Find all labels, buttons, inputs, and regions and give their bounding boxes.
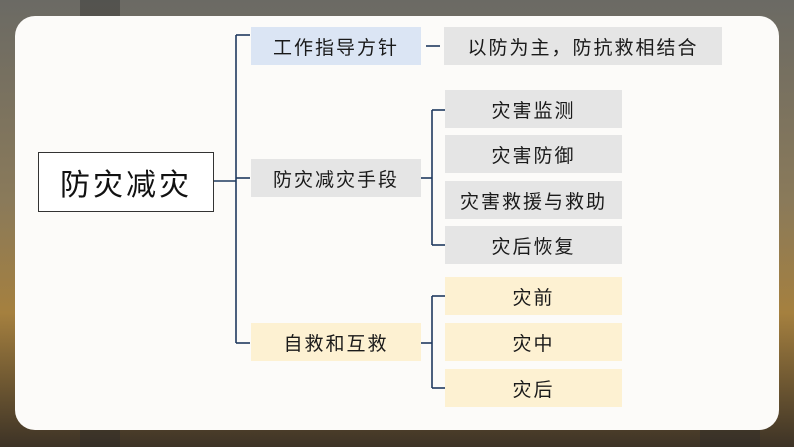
branch-self-rescue: 自救和互救 [251, 323, 421, 361]
rescue-item-during: 灾中 [445, 323, 622, 361]
branch-guideline: 工作指导方针 [251, 27, 421, 65]
means-item-defense: 灾害防御 [445, 135, 622, 173]
means-item-rescue: 灾害救援与救助 [445, 181, 622, 219]
guideline-detail: 以防为主，防抗救相结合 [444, 27, 722, 65]
branch-means: 防灾减灾手段 [251, 159, 421, 197]
content-panel [15, 16, 779, 430]
rescue-item-after: 灾后 [445, 369, 622, 407]
means-item-recovery: 灾后恢复 [445, 226, 622, 264]
means-item-monitoring: 灾害监测 [445, 90, 622, 128]
rescue-item-before: 灾前 [445, 277, 622, 315]
root-node: 防灾减灾 [38, 152, 214, 212]
